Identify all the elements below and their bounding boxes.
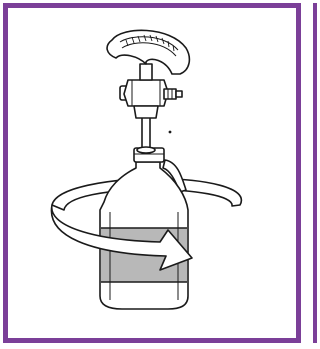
- jug-bottle-icon: [100, 148, 188, 309]
- detail-dot: [169, 131, 172, 134]
- pump-valve-icon: [120, 80, 182, 118]
- sprayer-handle-icon: [107, 30, 189, 80]
- sprayer-tube: [137, 116, 155, 153]
